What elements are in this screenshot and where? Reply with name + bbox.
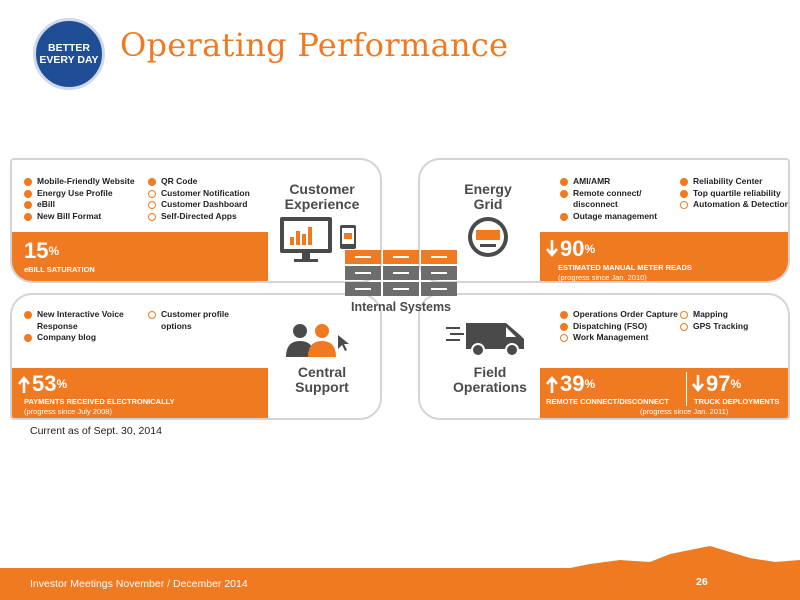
check-icon (560, 311, 568, 319)
energy-stat-sub: (progress since Jan. 2010) (558, 273, 647, 282)
badge-line-2: EVERY DAY (39, 54, 99, 66)
circle-icon (680, 322, 688, 331)
field-stat-band: 39% REMOTE CONNECT/DISCONNECT 97% TRUCK … (540, 368, 788, 418)
check-icon (560, 178, 568, 186)
central-stat-value: 53% (32, 371, 68, 396)
server-stack-icon (345, 250, 457, 296)
arrow-down-icon (692, 375, 704, 393)
field-stat-sub: (progress since Jan. 2011) (640, 407, 729, 416)
internal-systems-label: Internal Systems (350, 300, 452, 314)
field-features-right: Mapping GPS Tracking (680, 309, 780, 332)
meter-icon (468, 217, 508, 257)
circle-icon (680, 201, 688, 209)
central-stat-band: 53% PAYMENTS RECEIVED ELECTRONICALLY (pr… (12, 368, 268, 418)
arrow-up-icon (546, 375, 558, 393)
check-icon (680, 189, 688, 198)
list-item: Customer profile options (148, 309, 258, 332)
field-stat1-label: REMOTE CONNECT/DISCONNECT (546, 397, 669, 406)
check-icon (680, 178, 688, 186)
list-item: Outage management (560, 211, 678, 223)
list-item: Remote connect/ disconnect (560, 188, 678, 211)
check-icon (24, 334, 32, 342)
central-features-right: Customer profile options (148, 309, 258, 332)
list-item: eBill (24, 199, 149, 211)
field-stat2-label: TRUCK DEPLOYMENTS (694, 397, 780, 406)
list-item: Mobile-Friendly Website (24, 176, 149, 188)
footer-bar (0, 568, 800, 600)
field-stat1-value: 39% (560, 371, 596, 396)
as-of-note: Current as of Sept. 30, 2014 (30, 425, 162, 437)
check-icon (560, 189, 568, 198)
check-icon (24, 212, 32, 221)
circle-icon (680, 311, 688, 319)
energy-features-right: Reliability Center Top quartile reliabil… (680, 176, 788, 211)
customer-features-right: QR Code Customer Notification Customer D… (148, 176, 268, 222)
mountain-decoration (560, 546, 800, 570)
list-item: GPS Tracking (680, 321, 780, 333)
customer-stat-value: 15% (24, 238, 60, 263)
customer-stat-label: eBILL SATURATION (24, 265, 95, 274)
field-features-left: Operations Order Capture Dispatching (FS… (560, 309, 682, 344)
check-icon (24, 311, 32, 319)
monitor-tablet-icon (280, 217, 356, 262)
list-item: New Bill Format (24, 211, 149, 223)
list-item: Self-Directed Apps (148, 211, 268, 223)
arrow-up-icon (18, 375, 30, 393)
central-stat-label: PAYMENTS RECEIVED ELECTRONICALLY (24, 397, 175, 406)
circle-icon (148, 189, 156, 198)
energy-features-left: AMI/AMR Remote connect/ disconnect Outag… (560, 176, 678, 222)
check-icon (24, 189, 32, 198)
list-item: Company blog (24, 332, 144, 344)
arrow-down-icon (546, 240, 558, 258)
list-item: Automation & Detection (680, 199, 788, 211)
people-cursor-icon (286, 324, 349, 357)
truck-icon (446, 323, 524, 357)
list-item: QR Code (148, 176, 268, 188)
page-title: Operating Performance (120, 26, 509, 64)
check-icon (560, 322, 568, 331)
list-item: Customer Dashboard (148, 199, 268, 211)
check-icon (560, 212, 568, 221)
better-every-day-badge: BETTER EVERY DAY (33, 18, 105, 90)
customer-experience-panel: Mobile-Friendly Website Energy Use Profi… (10, 158, 382, 283)
circle-icon (148, 201, 156, 209)
list-item: New Interactive Voice Response (24, 309, 144, 332)
page-number: 26 (696, 576, 708, 588)
energy-stat-value: 90% (560, 236, 596, 261)
customer-features-left: Mobile-Friendly Website Energy Use Profi… (24, 176, 149, 222)
central-stat-sub: (progress since July 2008) (24, 407, 112, 416)
circle-icon (560, 334, 568, 342)
check-icon (24, 201, 32, 209)
list-item: Mapping (680, 309, 780, 321)
badge-line-1: BETTER (48, 42, 90, 54)
list-item: AMI/AMR (560, 176, 678, 188)
list-item: Top quartile reliability (680, 188, 788, 200)
stat-divider (686, 372, 687, 406)
list-item: Operations Order Capture (560, 309, 682, 321)
list-item: Customer Notification (148, 188, 268, 200)
check-icon (24, 178, 32, 186)
list-item: Dispatching (FSO) (560, 321, 682, 333)
list-item: Reliability Center (680, 176, 788, 188)
energy-stat-label: ESTIMATED MANUAL METER READS (558, 263, 692, 272)
central-support-panel: New Interactive Voice Response Company b… (10, 293, 382, 420)
list-item: Work Management (560, 332, 682, 344)
field-stat2-value: 97% (706, 371, 742, 396)
circle-icon (148, 311, 156, 319)
list-item: Energy Use Profile (24, 188, 149, 200)
circle-icon (148, 212, 156, 221)
central-features-left: New Interactive Voice Response Company b… (24, 309, 144, 344)
check-icon (148, 178, 156, 186)
footer-text: Investor Meetings November / December 20… (30, 578, 248, 590)
energy-stat-band: 90% ESTIMATED MANUAL METER READS (progre… (540, 232, 788, 282)
customer-stat-band: 15% eBILL SATURATION (12, 232, 268, 281)
